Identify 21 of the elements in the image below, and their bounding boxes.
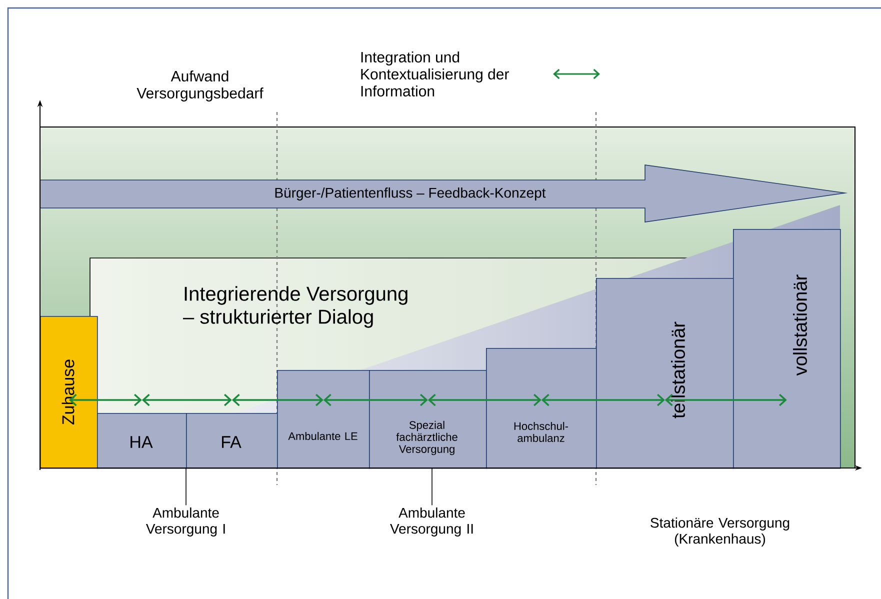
section-title: Integrierende Versorgung – strukturierter Dialog [183,286,408,328]
legend-text: Integration und Kontextualisierung der Information [361,52,509,96]
home-bar: Zuhause [40,316,98,469]
double-arrow [664,394,787,406]
double-arrow [142,394,232,406]
sector-label: Ambulante Versorgung II [390,507,473,537]
double-arrow [68,394,142,406]
care-level-box: Spezial fachärztliche Versorgung [369,370,487,469]
sector-label: Stationäre Versorgung (Krankenhaus) [650,517,790,547]
care-level-box: Ambulante LE [277,370,370,469]
double-arrow [232,394,324,406]
axis-title: Aufwand Versorgungsbedarf [136,70,264,102]
double-arrow [428,394,542,406]
care-level-box: vollstationär [733,229,841,469]
care-level-box: FA [186,413,278,469]
double-arrow [323,394,428,406]
care-level-box: teilstationär [596,278,734,469]
double-arrow [541,394,665,406]
care-level-box: Hochschul-ambulanz [486,348,597,469]
care-level-box: HA [97,413,187,469]
sector-label: Ambulante Versorgung I [146,507,225,537]
